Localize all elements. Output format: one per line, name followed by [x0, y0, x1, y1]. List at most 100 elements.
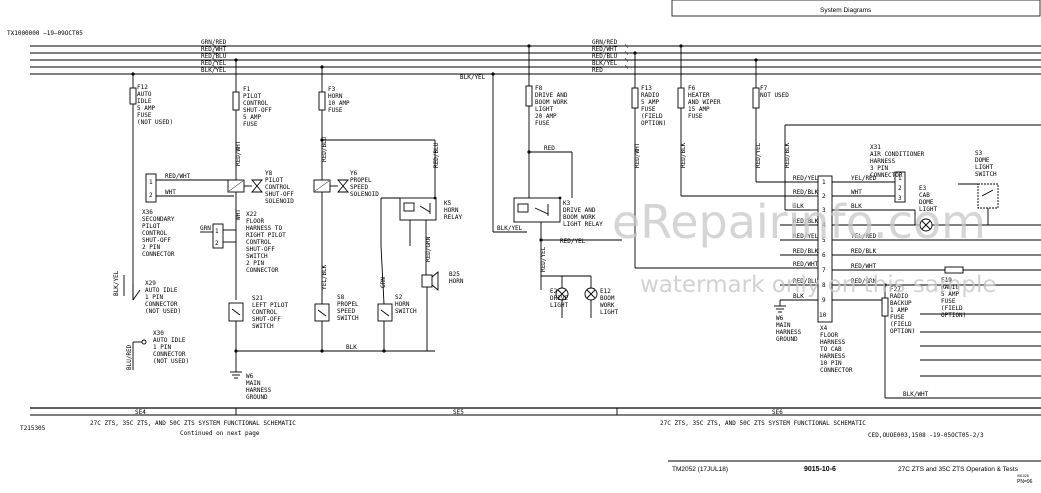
connector-x30-line	[141, 339, 147, 345]
fuse-f27-label: FUSE	[890, 314, 905, 321]
connector-x30-label: CONNECTOR	[153, 351, 186, 358]
f12-l4: 5 AMP	[137, 105, 155, 112]
connector-x29-label: (NOT USED)	[145, 308, 181, 315]
solenoid-y8-label: CONTROL	[265, 184, 291, 191]
fuse-f27-label: BACKUP	[890, 300, 912, 307]
section-bar: SE4 SE5 SE6 27C ZTS, 35C ZTS, AND 50C ZT…	[20, 407, 1041, 439]
solenoid-y8-label: SHUT-OFF	[265, 191, 294, 198]
ground-w6-left-label: GROUND	[246, 394, 268, 401]
relay-k5-line	[419, 203, 431, 214]
figure-id: T215305	[20, 425, 46, 432]
connector-x4-line	[817, 175, 833, 323]
bus-label-7: RED/WHT	[592, 46, 618, 53]
switch-s3-label: SWITCH	[975, 171, 997, 178]
solenoid-y6-line	[337, 179, 349, 193]
relay-k5-label: HORN	[444, 207, 459, 214]
switch-s8-line	[317, 309, 327, 317]
solenoid-y8-label: SOLENOID	[265, 198, 294, 205]
ground-w6-left-label: W6	[246, 373, 254, 380]
bus-label-10: RED	[592, 67, 603, 74]
connector-x30-label: (NOT USED)	[153, 358, 189, 365]
connector-x4-label: RED/BLK	[793, 189, 819, 196]
manual-title: 27C ZTS and 35C ZTS Operation & Tests	[898, 466, 1019, 473]
fuse-f1: F1 PILOT CONTROL SHUT-OFF 5 AMP FUSE RED…	[232, 58, 272, 180]
fuse-f6-line	[677, 87, 685, 109]
f12-l1: F12	[137, 84, 148, 91]
horn-b25-label: B25	[449, 271, 460, 278]
lamp-e12: E12 BOOM WORK LIGHT	[562, 275, 618, 318]
lamp-e12-label: WORK	[600, 302, 615, 309]
fuse-f3-label: F3	[328, 86, 336, 93]
switch-s21-label: CONTROL	[252, 309, 278, 316]
wire-red-blk-feed-label: RED/BLK	[784, 142, 791, 168]
connector-x30-label: X30	[153, 330, 164, 337]
power-bus-line	[212, 50, 217, 56]
horn-b25-label: HORN	[449, 278, 464, 285]
fuse-f13: F13 RADIO 5 AMP FUSE (FIELD OPTION) RED/…	[631, 51, 810, 269]
switch-s3-label: S3	[975, 150, 983, 157]
fuse-f19-label: F19	[941, 277, 952, 284]
connector-x36-label: RED/WHT	[165, 173, 191, 180]
connector-x4-label: RED/WHT	[851, 263, 877, 270]
fuse-f13-line	[631, 87, 639, 109]
watermark-site: eRepairinfo.com	[612, 195, 986, 249]
connector-x31: 1 2 3 X31 AIR CONDITIONER HARNESS 3 PIN …	[870, 144, 925, 203]
bus-label-11: BLK/YEL	[460, 74, 486, 81]
switch-s8: S8 PROPEL SPEED SWITCH	[314, 294, 359, 353]
solenoid-y8-label: PILOT	[265, 177, 283, 184]
bus-label-6: GRN/RED	[592, 39, 618, 46]
fuse-f3-label: RED/BLU	[433, 142, 440, 168]
connector-x4-label: RED/BLK	[851, 248, 877, 255]
connector-x4-label: RED/YEL	[793, 175, 819, 182]
connector-x22-label: CONNECTOR	[246, 267, 279, 274]
fuse-f19-label: (FIELD	[941, 305, 963, 312]
relay-k3-label: RED/YEL	[560, 238, 586, 245]
connector-x4-label: HARNESS	[820, 339, 846, 346]
bus-label-5: BLK/YEL	[201, 67, 227, 74]
page-id: PN=96	[1017, 479, 1033, 485]
fuse-f8-line	[525, 85, 533, 107]
fuse-f7-line	[752, 87, 760, 109]
lamp-e12-label: LIGHT	[600, 309, 618, 316]
switch-s8-label: S8	[337, 294, 345, 301]
connector-x4-label: 6	[822, 252, 826, 259]
connector-x31-label: 2	[898, 185, 902, 192]
fuse-f6-label: HEATER	[688, 92, 710, 99]
bus-label-2: RED/WHT	[201, 46, 227, 53]
header-box	[671, 0, 1041, 17]
fuse-f3-line	[318, 91, 326, 111]
connector-x36-label: X36	[142, 209, 153, 216]
connector-x22-label: SWITCH	[246, 253, 268, 260]
switch-s21-label: LEFT PILOT	[252, 302, 289, 309]
connector-x4-label: 10 PIN	[820, 360, 842, 367]
solenoid-y6-label: YEL/BLK	[321, 264, 328, 290]
fuse-f8-label: BOOM WORK	[535, 99, 568, 106]
schematic-title-right: 27C ZTS, 35C ZTS, AND 50C ZTS SYSTEM FUN…	[660, 420, 866, 427]
connector-x22-label: RIGHT PILOT	[246, 232, 286, 239]
connector-x4-label: 5	[822, 237, 826, 244]
connector-x22-label: X22	[246, 211, 257, 218]
fuse-f27-label: F27	[890, 286, 901, 293]
ground-w6-left: BLK W6 MAIN HARNESS GROUND	[230, 344, 435, 401]
ground-w6-left-label: MAIN	[246, 380, 261, 387]
fuse-f7-label: F7	[760, 85, 768, 92]
relay-k5-label: K5	[444, 200, 452, 207]
power-bus: GRN/RED RED/WHT RED/BLU RED/YEL BLK/YEL …	[30, 39, 1041, 81]
switch-s21-label: SWITCH	[252, 323, 274, 330]
solenoid-y6-label: SPEED	[350, 184, 368, 191]
ground-w6-right-label: HARNESS	[776, 329, 802, 336]
continued-note: Continued on next page	[180, 430, 260, 437]
connector-x4-label: BLK	[851, 203, 862, 210]
connector-x4-label: X4	[820, 325, 828, 332]
wire-blk-yel-k3-line	[491, 72, 495, 76]
fuse-f6-label: RED/BLK	[680, 142, 687, 168]
connector-x4-label: RED/YEL	[793, 233, 819, 240]
horn-b25: B25 HORN	[421, 271, 464, 351]
fuse-f8-label: DRIVE AND	[535, 92, 568, 99]
lamp-e12-label: E12	[600, 288, 611, 295]
lamp-e2-label: E2	[550, 288, 558, 295]
switch-s8-line	[320, 349, 324, 353]
connector-x36-label: 1	[149, 179, 153, 186]
switch-s3-label: DOME	[975, 157, 990, 164]
connector-x4-label: 9	[822, 297, 826, 304]
